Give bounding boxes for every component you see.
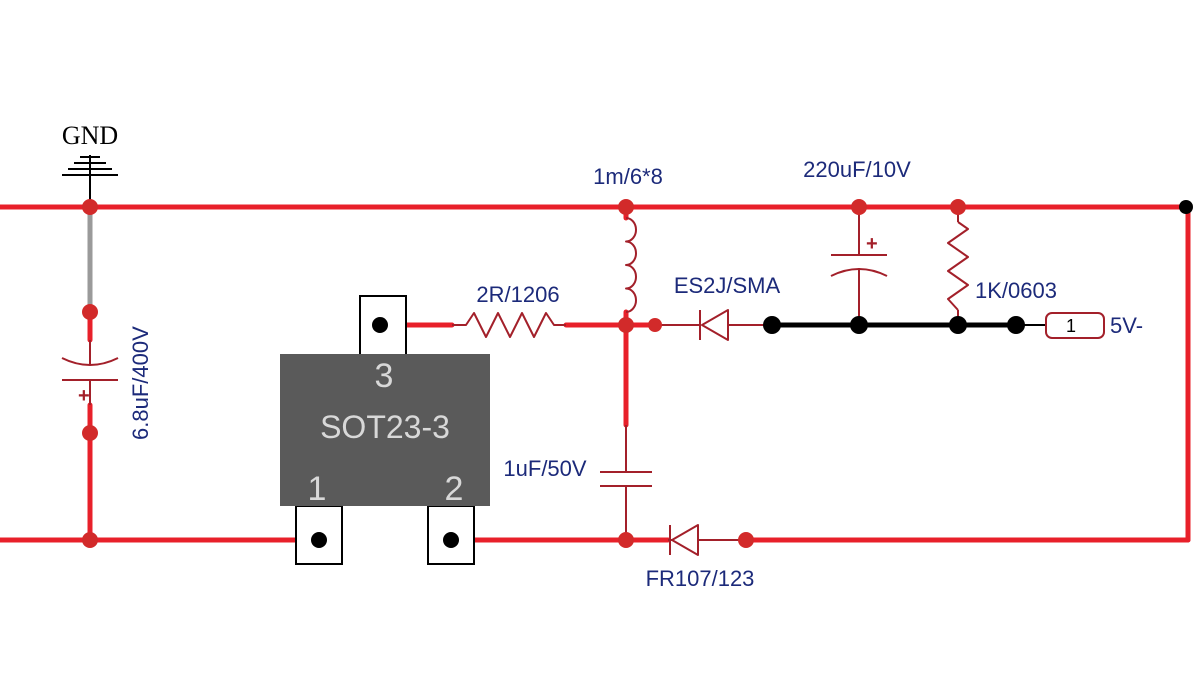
junction-nodes xyxy=(82,199,1193,548)
cap-out-curved-plate xyxy=(830,268,888,277)
node-inductor-top[interactable] xyxy=(618,199,634,215)
diode-output[interactable]: ES2J/SMA xyxy=(655,273,781,341)
inductor[interactable]: 1m/6*8 xyxy=(593,164,663,313)
capacitor-vdd[interactable]: 1uF/50V xyxy=(503,456,652,487)
inductor-coil xyxy=(625,217,637,313)
node-top-right[interactable] xyxy=(1179,200,1193,214)
resistor-load-label: 1K/0603 xyxy=(975,278,1057,303)
chip-sot23[interactable]: 3 SOT23-3 1 2 xyxy=(280,295,490,565)
chip-pin2-number: 2 xyxy=(445,470,464,508)
node-bottom-left[interactable] xyxy=(82,532,98,548)
node-cap-vdd-bottom[interactable] xyxy=(618,532,634,548)
node-output-4[interactable] xyxy=(1007,316,1025,334)
node-output-1[interactable] xyxy=(763,316,781,334)
resistor-sense-label: 2R/1206 xyxy=(476,282,559,307)
diode-output-label: ES2J/SMA xyxy=(674,273,781,298)
resistor-load-zigzag xyxy=(947,221,969,311)
cap-bulk-curved-plate xyxy=(61,357,119,366)
chip-pin1-hole[interactable] xyxy=(311,532,327,548)
capacitor-bulk[interactable]: + 6.8uF/400V xyxy=(61,326,153,440)
diode-feedback-triangle xyxy=(671,524,699,556)
chip-name: SOT23-3 xyxy=(320,409,450,445)
chip-pin1-number: 1 xyxy=(308,470,327,508)
output-port[interactable]: 1 5V- xyxy=(1045,312,1143,339)
chip-body[interactable] xyxy=(280,354,490,506)
cap-bulk-label: 6.8uF/400V xyxy=(128,326,153,440)
inductor-label: 1m/6*8 xyxy=(593,164,663,189)
diode-feedback[interactable]: FR107/123 xyxy=(646,524,755,591)
resistor-sense-zigzag xyxy=(452,312,566,338)
node-output-3[interactable] xyxy=(949,316,967,334)
chip-pin3-hole[interactable] xyxy=(372,317,388,333)
cap-vdd-label: 1uF/50V xyxy=(503,456,586,481)
node-diode-feedback-anode[interactable] xyxy=(738,532,754,548)
output-port-box[interactable] xyxy=(1045,312,1105,339)
node-switch[interactable] xyxy=(618,317,634,333)
node-r-load-top[interactable] xyxy=(950,199,966,215)
node-cap-out-top[interactable] xyxy=(851,199,867,215)
node-cap-bulk-bottom[interactable] xyxy=(82,425,98,441)
cap-out-label: 220uF/10V xyxy=(803,157,911,182)
node-gnd-top[interactable] xyxy=(82,199,98,215)
gnd-symbol[interactable]: GND xyxy=(62,121,118,207)
cap-bulk-plus-sign: + xyxy=(78,385,90,407)
wires xyxy=(0,204,1191,543)
resistor-load[interactable]: 1K/0603 xyxy=(947,221,1057,311)
node-output-2[interactable] xyxy=(850,316,868,334)
chip-pin3-number: 3 xyxy=(375,357,394,395)
gnd-label: GND xyxy=(62,121,118,150)
node-diode-output-anode[interactable] xyxy=(648,318,662,332)
node-cap-bulk-top[interactable] xyxy=(82,304,98,320)
output-port-name: 5V- xyxy=(1110,313,1143,338)
chip-pin2-hole[interactable] xyxy=(443,532,459,548)
resistor-sense[interactable]: 2R/1206 xyxy=(452,282,566,338)
cap-out-plus-sign: + xyxy=(866,233,878,255)
output-port-number: 1 xyxy=(1066,316,1076,336)
capacitor-output[interactable]: + 220uF/10V xyxy=(803,157,911,277)
diode-output-triangle xyxy=(701,309,729,341)
diode-feedback-label: FR107/123 xyxy=(646,566,755,591)
